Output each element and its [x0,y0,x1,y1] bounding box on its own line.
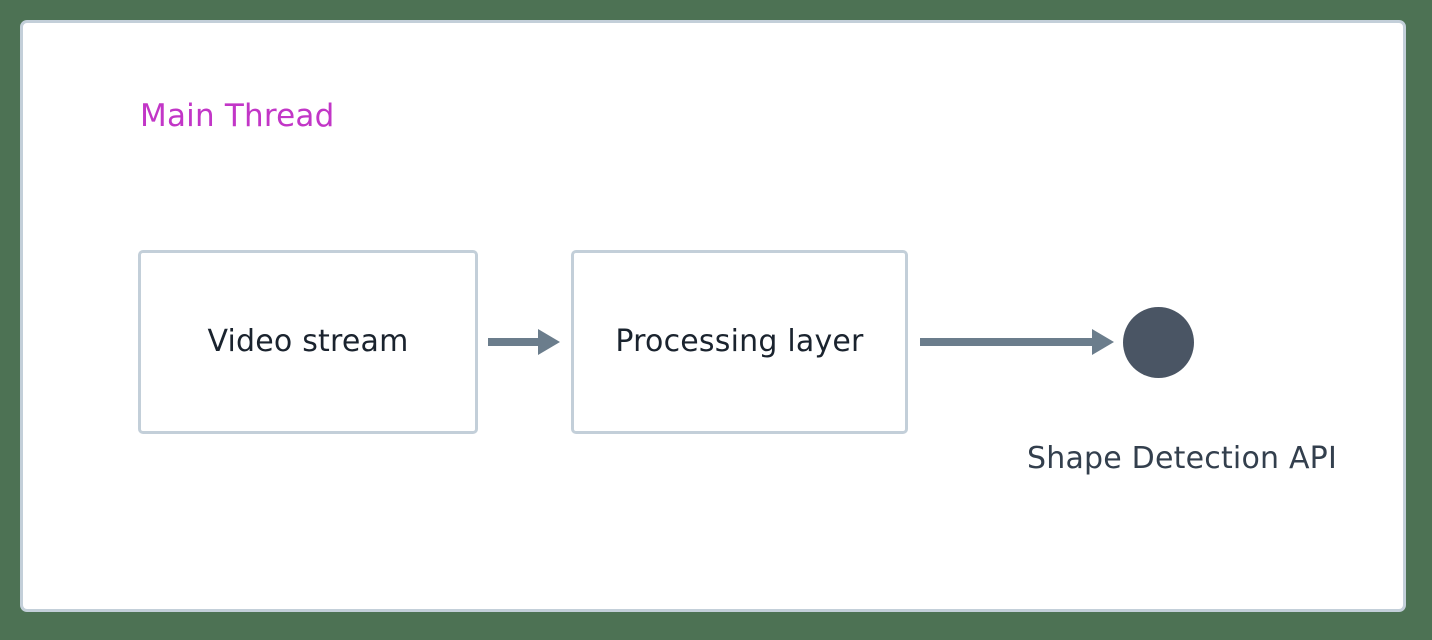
node-processing-layer[interactable]: Processing layer [571,250,908,434]
node-shape-detection-api-label: Shape Detection API [1027,441,1338,476]
node-processing-layer-label: Processing layer [615,324,864,359]
node-shape-detection-api-circle[interactable] [1123,307,1194,378]
main-thread-panel: Main Thread Video stream Processing laye… [20,20,1406,612]
page-title: Main Thread [140,98,335,134]
arrow-processing-to-api-icon [918,325,1116,359]
arrow-video-to-processing-icon [486,325,562,359]
node-video-stream-label: Video stream [207,324,409,359]
node-video-stream[interactable]: Video stream [138,250,478,434]
